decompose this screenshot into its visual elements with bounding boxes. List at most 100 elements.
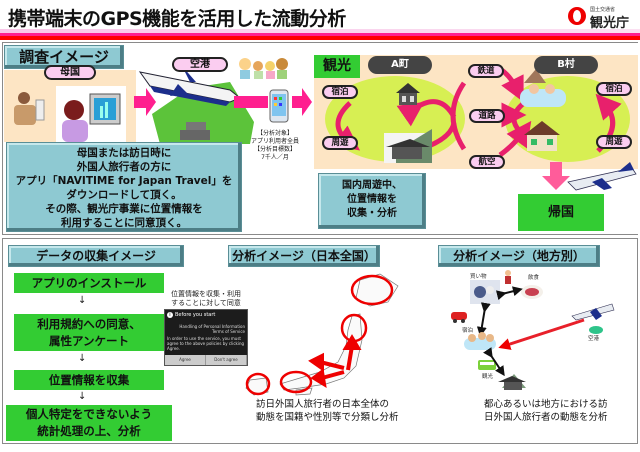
rail-pill: 鉄道 xyxy=(468,64,504,78)
node-label-airport: 空港 xyxy=(588,336,600,342)
step-text: 統計処理の上、分析 xyxy=(37,424,141,438)
caption-line: 日外国人旅行者の動態を分析 xyxy=(484,412,608,423)
desc-line: アプリ「NAVITIME for Japan Travel」を xyxy=(15,175,233,187)
target-note-line: 【分析対象】 xyxy=(256,130,293,137)
village-b-pill: B村 xyxy=(534,56,598,74)
businessman-icon xyxy=(14,92,45,125)
smartphone-icon xyxy=(269,89,289,123)
disagree-button[interactable]: Don't agree xyxy=(206,355,247,365)
circulation-ring-hokkaido xyxy=(350,274,394,306)
logo-ministry: 国土交通省 xyxy=(590,7,616,13)
dialog-body: In order to use the service, you must ag… xyxy=(167,336,245,351)
dialog-title-text: Before you start xyxy=(175,312,216,318)
app-download-description: 母国または訪日時に 外国人旅行者の方に アプリ「NAVITIME for Jap… xyxy=(6,142,242,232)
arrow-down-icon: ↓ xyxy=(78,353,87,364)
agree-button[interactable]: Agree xyxy=(165,355,206,365)
consent-caption: 位置情報を収集・利用 することに対して同意 xyxy=(161,290,251,308)
flow-arrow xyxy=(396,99,457,127)
desc-line: 母国または訪日時に xyxy=(76,147,172,159)
caption-line: 動態を国籍や性別等で分類し分析 xyxy=(256,412,399,423)
step-text: 属性アンケート xyxy=(48,334,130,348)
agency-logo: 国土交通省 観光庁 xyxy=(568,4,640,31)
return-home-box: 帰国 xyxy=(518,194,604,231)
header-stripe-red xyxy=(0,36,640,40)
analysis-target-note: 【分析対象】 アプリ利用者全員 【分析目標数】 7千人／月 xyxy=(240,130,310,162)
hot-spring-icon xyxy=(520,69,566,107)
circulation-ring-kansai xyxy=(279,370,313,394)
road-pill: 道路 xyxy=(469,109,505,123)
departure-illustration xyxy=(542,162,637,191)
regional-flow-diagram xyxy=(451,270,615,390)
step-text: アプリのインストール xyxy=(31,276,147,290)
header-stripe-pink xyxy=(0,29,640,33)
privacy-link[interactable]: Handling of Personal Information xyxy=(179,324,245,329)
bus-icon xyxy=(478,360,496,370)
page-title: 携帯端末のGPS機能を活用した流動分析 xyxy=(8,8,346,30)
data-collection-label: データの収集イメージ xyxy=(8,245,184,267)
node-label-dining: 飲食 xyxy=(528,275,540,281)
tourism-label: 観光 xyxy=(314,55,360,78)
dining-icon xyxy=(521,285,543,299)
logo-agency: 観光庁 xyxy=(590,16,630,31)
info-icon: i xyxy=(167,312,173,318)
western-house-icon xyxy=(524,121,560,151)
airport-marker-icon xyxy=(589,326,603,334)
hot-spring-icon xyxy=(464,332,496,350)
stay-pill-b: 宿泊 xyxy=(596,82,632,96)
caption-line: することに対して同意 xyxy=(171,299,241,307)
domestic-collection-description: 国内周遊中、 位置情報を 収集・分析 xyxy=(318,173,426,229)
arrival-arrow xyxy=(498,318,585,350)
survey-image-label: 調査イメージ xyxy=(4,45,124,69)
desc-line: 国内周遊中、 xyxy=(342,180,402,191)
travel-flow-illustration xyxy=(134,58,312,144)
arrow-head xyxy=(342,334,362,350)
target-note-line: 【分析目標数】 xyxy=(253,146,296,153)
desc-line: 利用することに同意頂く。 xyxy=(61,217,187,229)
arrow-head xyxy=(310,368,327,388)
desc-line: その際、観光庁事業に位置情報を xyxy=(45,203,203,215)
step-agree-terms: 利用規約への同意、 属性アンケート xyxy=(14,314,164,351)
home-illustration xyxy=(14,86,126,142)
desc-line: 外国人旅行者の方に xyxy=(76,161,172,173)
national-analysis-caption: 訪日外国人旅行者の日本全体の 動態を国籍や性別等で分類し分析 xyxy=(256,398,456,424)
logo-ring-icon xyxy=(568,7,586,25)
town-a-pill: A町 xyxy=(368,56,432,74)
airplane-icon xyxy=(567,162,637,191)
bidirectional-arrow xyxy=(476,302,491,337)
airplane-icon xyxy=(571,303,615,321)
arrow-head xyxy=(308,352,324,372)
step-statistical-analysis: 個人特定をできないよう 統計処理の上、分析 xyxy=(6,405,172,441)
terms-link[interactable]: Terms of Service xyxy=(212,329,245,334)
arrow-right-icon xyxy=(234,96,268,108)
flow-arrow xyxy=(450,81,467,151)
arrow-right-icon xyxy=(134,88,156,116)
circulation-ring-kyushu xyxy=(245,372,271,396)
desc-line: 位置情報を xyxy=(347,194,397,205)
node-label-sightseeing: 観光 xyxy=(482,374,494,380)
desc-line: 収集・分析 xyxy=(347,208,397,219)
caption-line: 都心あるいは地方における訪 xyxy=(484,399,608,410)
arrow-down-icon: ↓ xyxy=(78,391,87,402)
air-pill: 航空 xyxy=(469,155,505,169)
shopping-icon xyxy=(470,280,500,304)
dialog-buttons: Agree Don't agree xyxy=(165,355,247,365)
castle-icon xyxy=(384,129,432,163)
desc-line: ダウンロードして頂く。 xyxy=(66,189,182,201)
arrow-down-icon: ↓ xyxy=(78,295,87,306)
traditional-house-icon xyxy=(396,83,420,105)
caption-line: 位置情報を収集・利用 xyxy=(171,290,241,298)
step-collect-location: 位置情報を収集 xyxy=(14,370,164,390)
airport-pill: 空港 xyxy=(172,57,228,72)
bidirectional-arrow xyxy=(483,347,505,377)
target-note-line: アプリ利用者全員 xyxy=(250,138,299,145)
japan-map xyxy=(245,273,399,396)
person-icon xyxy=(505,270,511,284)
flow-arrow xyxy=(511,101,526,137)
stay-pill-a: 宿泊 xyxy=(322,85,358,99)
flow-arrow xyxy=(321,370,345,380)
regional-analysis-caption: 都心あるいは地方における訪 日外国人旅行者の動態を分析 xyxy=(484,398,640,424)
castle-icon xyxy=(498,374,526,390)
tour-pill-a: 周遊 xyxy=(322,136,358,150)
